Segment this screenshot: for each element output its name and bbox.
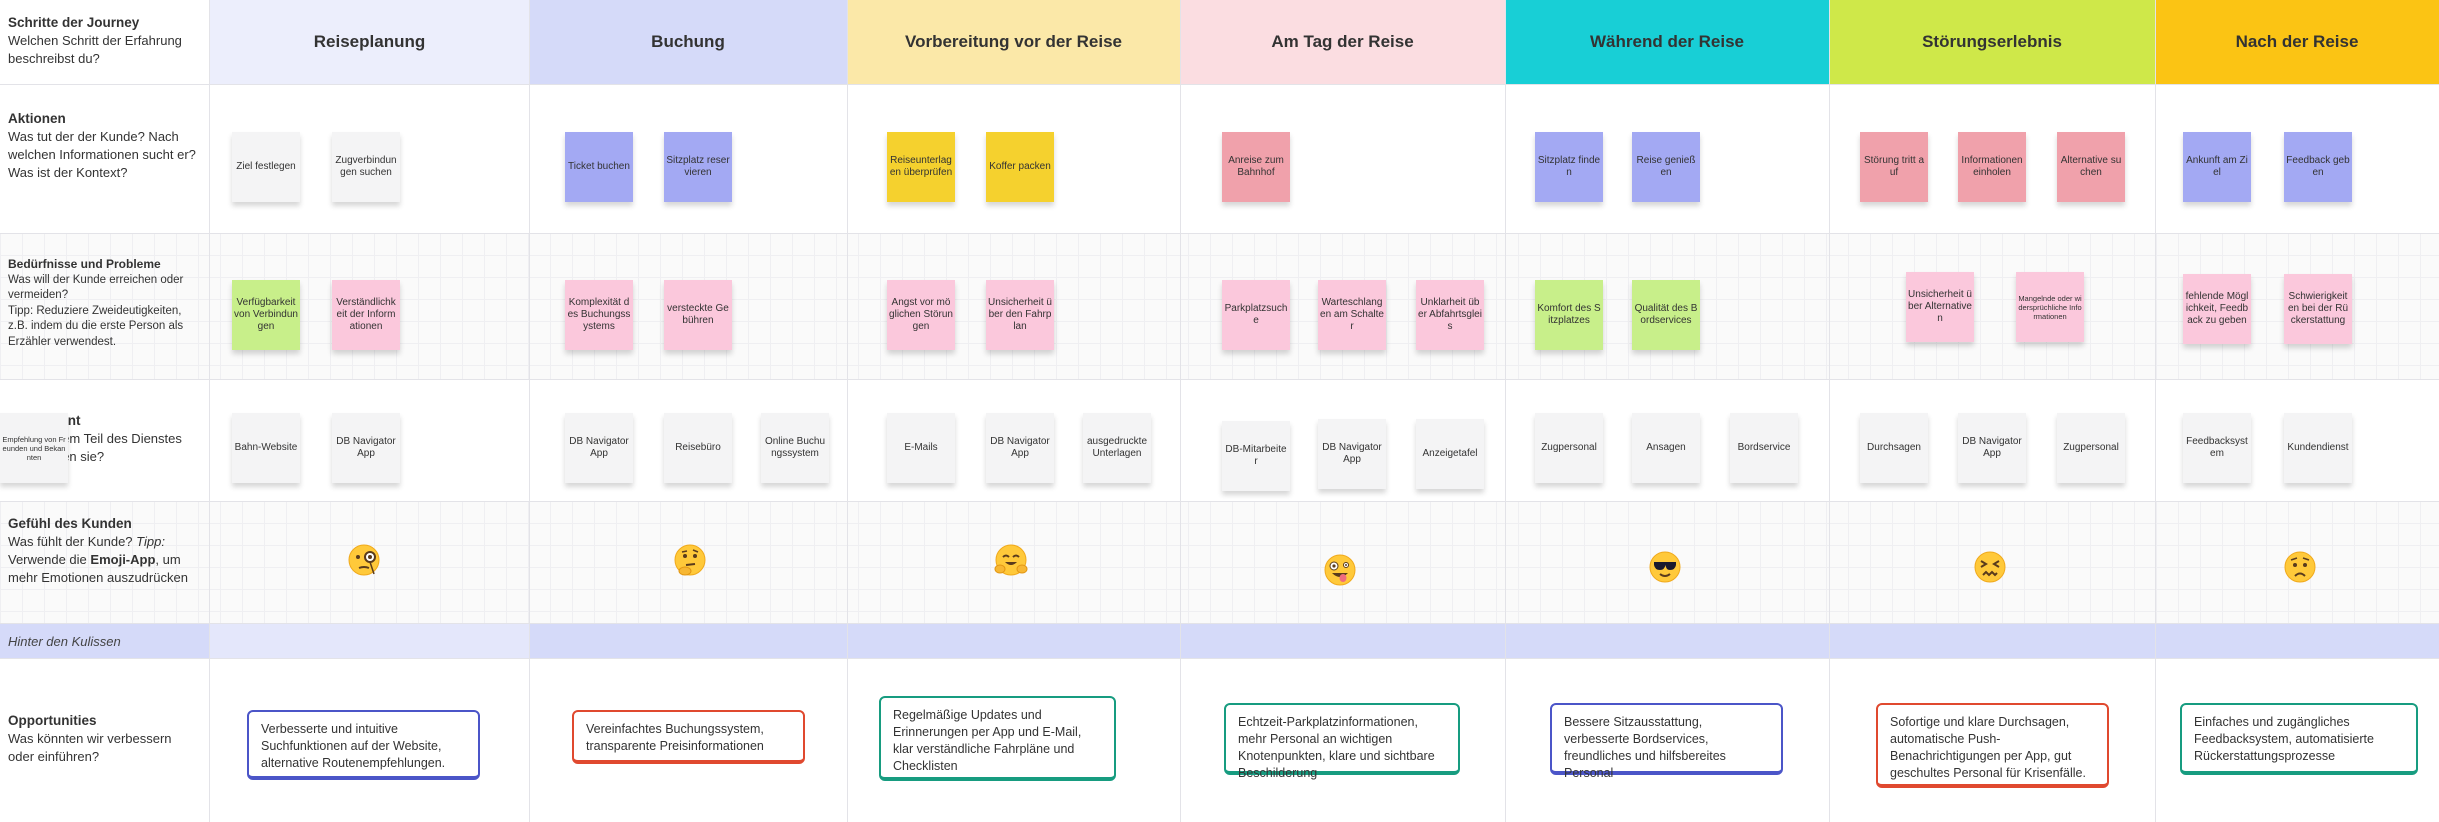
touchpoints-sticky-note[interactable]: DB-Mitarbeiter (1222, 421, 1290, 491)
aktionen-sticky-note[interactable]: Sitzplatz finden (1535, 132, 1603, 202)
touchpoints-sticky-note[interactable]: DB Navigator App (1318, 419, 1386, 489)
aktionen-sticky-note[interactable]: Ankunft am Ziel (2183, 132, 2251, 202)
aktionen-sticky-note[interactable]: Zugverbindungen suchen (332, 132, 400, 202)
row-subtitle: Welchen Schritt der Erfahrung beschreibs… (8, 33, 182, 66)
touchpoints-sticky-note[interactable]: DB Navigator App (332, 413, 400, 483)
aktionen-sticky-note[interactable]: Anreise zum Bahnhof (1222, 132, 1290, 202)
row-title: Schritte der Journey (8, 15, 140, 30)
monocle-face-icon[interactable] (347, 543, 381, 577)
beduerfnisse-sticky-note[interactable]: fehlende Möglichkeit, Feedback zu geben (2183, 274, 2251, 344)
opportunity-card[interactable]: Vereinfachtes Buchungssystem, transparen… (572, 710, 805, 764)
touchpoints-sticky-note[interactable]: Online Buchungssystem (761, 413, 829, 483)
sunglasses-face-icon[interactable] (1648, 550, 1682, 584)
row-tip: Tipp: Reduziere Zweideutigkeiten, z.B. i… (8, 304, 184, 348)
opportunity-card[interactable]: Einfaches und zugängliches Feedbacksyste… (2180, 703, 2418, 775)
touchpoints-sticky-note[interactable]: Bordservice (1730, 413, 1798, 483)
beduerfnisse-sticky-note[interactable]: Komplexität des Buchungssystems (565, 280, 633, 350)
touchpoints-sticky-note[interactable]: Reisebüro (664, 413, 732, 483)
touchpoints-sticky-note[interactable]: Ansagen (1632, 413, 1700, 483)
beduerfnisse-sticky-note[interactable]: Verfügbarkeit von Verbindungen (232, 280, 300, 350)
row-label-beduerfnisse: Bedürfnisse und Probleme Was will der Ku… (8, 257, 198, 350)
aktionen-sticky-note[interactable]: Informationen einholen (1958, 132, 2026, 202)
row-title: Aktionen (8, 111, 66, 126)
aktionen-sticky-note[interactable]: Feedback geben (2284, 132, 2352, 202)
stage-label: Reiseplanung (313, 32, 426, 51)
aktionen-sticky-note[interactable]: Störung tritt auf (1860, 132, 1928, 202)
stage-label: Vorbereitung vor der Reise (905, 32, 1122, 51)
aktionen-sticky-note[interactable]: Ziel festlegen (232, 132, 300, 202)
opportunity-card[interactable]: Echtzeit-Parkplatzinformationen, mehr Pe… (1224, 703, 1460, 780)
aktionen-sticky-note[interactable]: Koffer packen (986, 132, 1054, 202)
beduerfnisse-sticky-note[interactable]: Schwierigkeiten bei der Rückerstattung (2284, 274, 2352, 344)
stage-header-stoerung[interactable]: Störungserlebnis (1829, 0, 2155, 84)
aktionen-sticky-note[interactable]: Sitzplatz reservieren (664, 132, 732, 202)
feelings-row-band (0, 501, 2439, 623)
row-title: Opportunities (8, 713, 97, 728)
beduerfnisse-sticky-note[interactable]: Unsicherheit über Alternativen (1906, 272, 1974, 342)
row-subtitle: Was könnten wir verbessern oder einführe… (8, 731, 172, 764)
opportunity-card[interactable]: Sofortige und klare Durchsagen, automati… (1876, 703, 2109, 788)
opportunity-card[interactable]: Verbesserte und intuitive Suchfunktionen… (247, 710, 480, 780)
confounded-face-icon[interactable] (1973, 550, 2007, 584)
row-label-opportunities: Opportunities Was könnten wir verbessern… (8, 712, 198, 766)
aktionen-sticky-note[interactable]: Ticket buchen (565, 132, 633, 202)
stage-header-vorbereitung[interactable]: Vorbereitung vor der Reise (847, 0, 1180, 84)
beduerfnisse-sticky-note[interactable]: Unsicherheit über den Fahrplan (986, 280, 1054, 350)
touchpoints-sticky-note[interactable]: ausgedruckte Unterlagen (1083, 413, 1151, 483)
row-label-journey: Schritte der Journey Welchen Schritt der… (8, 14, 198, 68)
row-subtitle: Was will der Kunde erreichen oder vermei… (8, 273, 184, 302)
row-label-aktionen: Aktionen Was tut der der Kunde? Nach wel… (8, 110, 198, 182)
row-label-gefuehl: Gefühl des Kunden Was fühlt der Kunde? T… (8, 515, 198, 587)
opportunity-card[interactable]: Bessere Sitzausstattung, verbesserte Bor… (1550, 703, 1783, 780)
touchpoints-sticky-note[interactable]: DB Navigator App (1958, 413, 2026, 483)
beduerfnisse-sticky-note[interactable]: Komfort des Sitzplatzes (1535, 280, 1603, 350)
touchpoints-sticky-note[interactable]: Empfehlung von Freunden und Bekannten (0, 413, 68, 483)
touchpoints-sticky-note[interactable]: Feedbacksystem (2183, 413, 2251, 483)
aktionen-sticky-note[interactable]: Alternative suchen (2057, 132, 2125, 202)
row-title: Gefühl des Kunden (8, 516, 132, 531)
beduerfnisse-sticky-note[interactable]: Mangelnde oder widersprüchliche Informat… (2016, 272, 2084, 342)
stage-label: Nach der Reise (2235, 32, 2359, 51)
beduerfnisse-sticky-note[interactable]: Parkplatzsuche (1222, 280, 1290, 350)
hugging-face-icon[interactable] (994, 543, 1028, 577)
beduerfnisse-sticky-note[interactable]: Angst vor möglichen Störungen (887, 280, 955, 350)
touchpoints-sticky-note[interactable]: DB Navigator App (986, 413, 1054, 483)
beduerfnisse-sticky-note[interactable]: Verständlichkeit der Informationen (332, 280, 400, 350)
touchpoints-sticky-note[interactable]: E-Mails (887, 413, 955, 483)
touchpoints-sticky-note[interactable]: Anzeigetafel (1416, 419, 1484, 489)
stage-header-nach[interactable]: Nach der Reise (2155, 0, 2439, 84)
stage-header-waehrend[interactable]: Während der Reise (1505, 0, 1829, 84)
beduerfnisse-sticky-note[interactable]: versteckte Gebühren (664, 280, 732, 350)
stage-label: Während der Reise (1590, 32, 1744, 51)
row-title: Bedürfnisse und Probleme (8, 257, 161, 271)
aktionen-sticky-note[interactable]: Reiseunterlagen überprüfen (887, 132, 955, 202)
beduerfnisse-sticky-note[interactable]: Warteschlangen am Schalter (1318, 280, 1386, 350)
stage-label: Störungserlebnis (1922, 32, 2062, 51)
zany-face-icon[interactable] (1323, 553, 1357, 587)
thinking-face-icon[interactable] (673, 543, 707, 577)
row-subtitle: Was tut der der Kunde? Nach welchen Info… (8, 129, 196, 180)
touchpoints-sticky-note[interactable]: Durchsagen (1860, 413, 1928, 483)
touchpoints-sticky-note[interactable]: Zugpersonal (2057, 413, 2125, 483)
opportunity-card[interactable]: Regelmäßige Updates und Erinnerungen per… (879, 696, 1116, 781)
row-subtitle: Was fühlt der Kunde? Tipp: Verwende die … (8, 534, 188, 585)
touchpoints-sticky-note[interactable]: Zugpersonal (1535, 413, 1603, 483)
beduerfnisse-sticky-note[interactable]: Unklarheit über Abfahrtsgleis (1416, 280, 1484, 350)
stage-header-reisetag[interactable]: Am Tag der Reise (1180, 0, 1505, 84)
beduerfnisse-sticky-note[interactable]: Qualität des Bordservices (1632, 280, 1700, 350)
aktionen-sticky-note[interactable]: Reise genießen (1632, 132, 1700, 202)
worried-face-icon[interactable] (2283, 550, 2317, 584)
stage-label: Buchung (651, 32, 725, 51)
touchpoints-sticky-note[interactable]: Kundendienst (2284, 413, 2352, 483)
stage-label: Am Tag der Reise (1271, 32, 1414, 51)
touchpoints-sticky-note[interactable]: DB Navigator App (565, 413, 633, 483)
stage-header-reiseplanung[interactable]: Reiseplanung (210, 0, 529, 84)
touchpoints-sticky-note[interactable]: Bahn-Website (232, 413, 300, 483)
stage-header-buchung[interactable]: Buchung (529, 0, 847, 84)
row-label-kulissen: Hinter den Kulissen (8, 634, 121, 649)
